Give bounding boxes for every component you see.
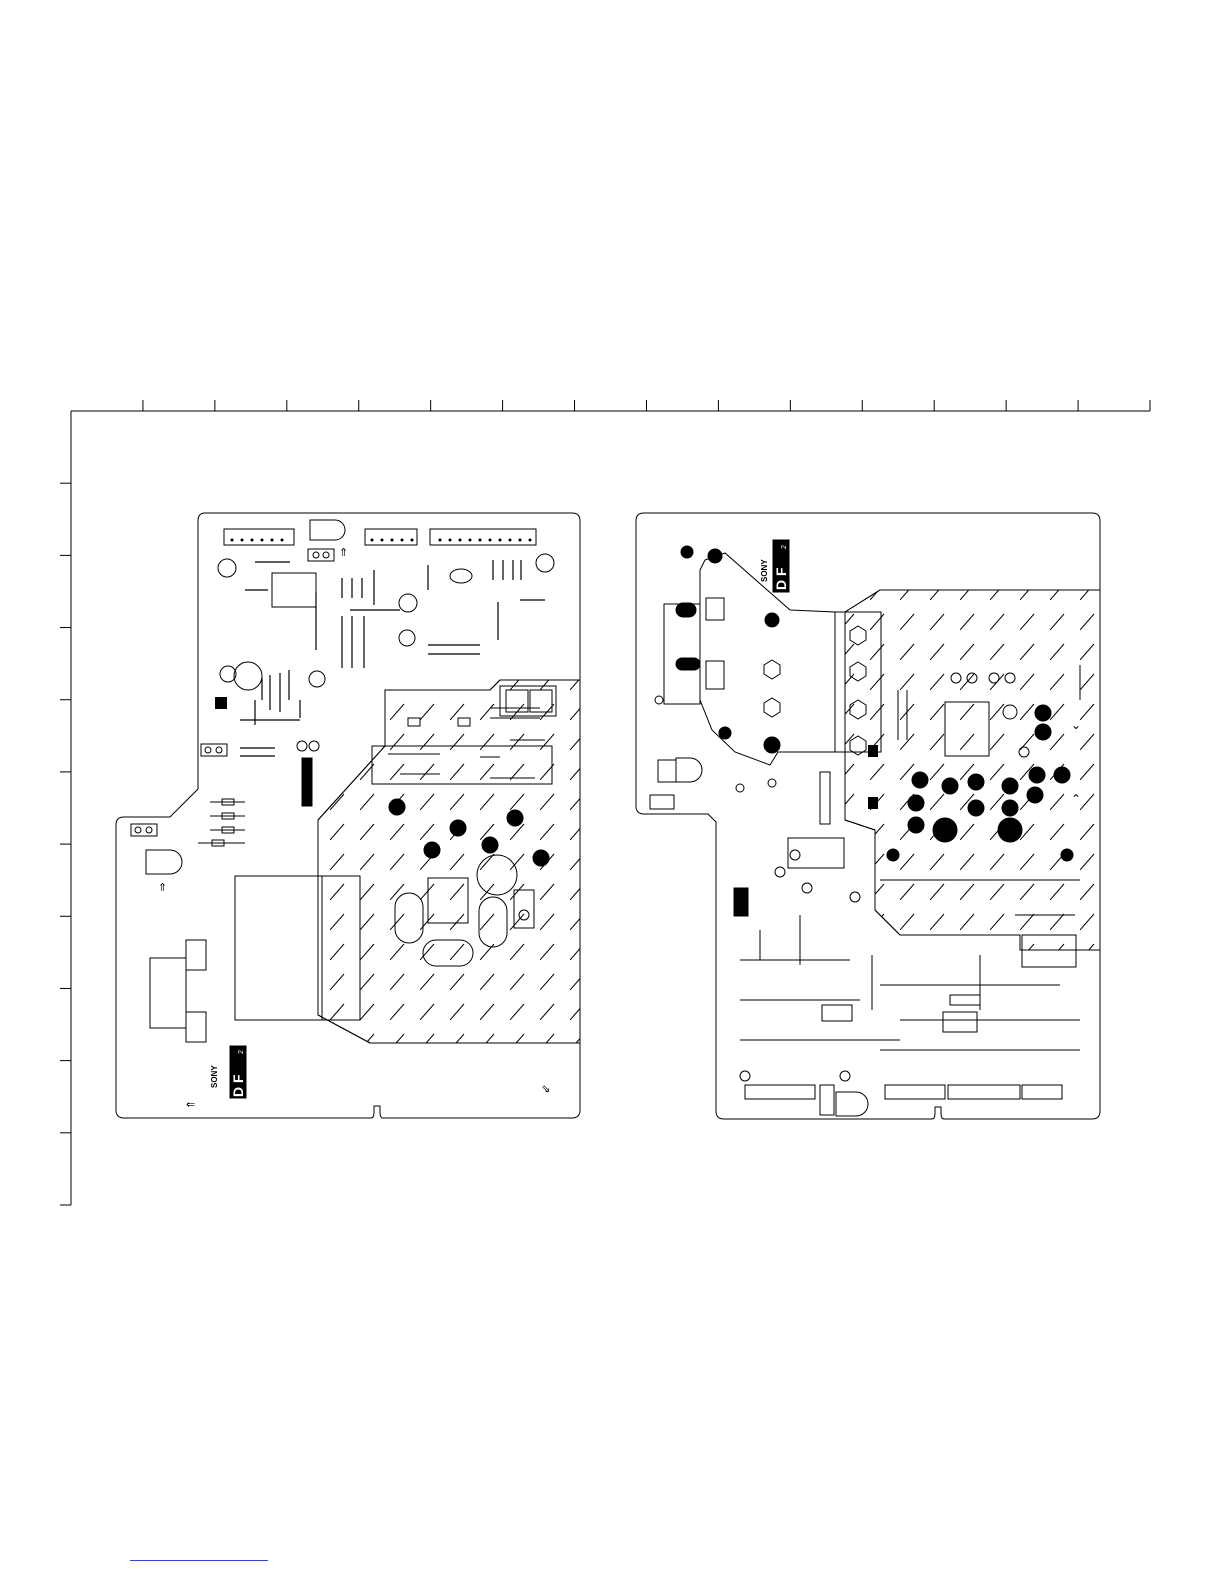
left-board bbox=[116, 513, 580, 1118]
arrow-left-icon: ⇐ bbox=[186, 1098, 195, 1111]
footer-link-underline[interactable] bbox=[130, 1560, 268, 1561]
jumper-block-1 bbox=[308, 549, 334, 561]
column-ticks bbox=[143, 400, 1150, 411]
capacitor bbox=[309, 671, 325, 687]
certification-mark-icon bbox=[215, 697, 227, 709]
arrow-up-icon: ⇑ bbox=[158, 881, 167, 894]
chevron-down-icon: ⌄ bbox=[1071, 718, 1081, 732]
row-ticks bbox=[60, 483, 71, 1133]
connector-pins bbox=[231, 539, 532, 542]
arrow-down-right-icon: ⇘ bbox=[541, 1082, 550, 1095]
certification-mark-icon bbox=[868, 745, 878, 757]
chevron-up-icon: ⌃ bbox=[1071, 792, 1081, 806]
certification-mark-icon bbox=[868, 797, 878, 809]
logo-main-left: D F bbox=[230, 1074, 246, 1097]
logo-sub-left: 2 bbox=[238, 1050, 245, 1054]
capacitor-large bbox=[234, 662, 262, 690]
connector-cn2 bbox=[365, 529, 417, 545]
terminal-left bbox=[146, 850, 182, 874]
logo-sub-right: 2 bbox=[781, 545, 788, 549]
connector-right bbox=[664, 604, 700, 704]
capacitor bbox=[218, 559, 236, 577]
capacitor bbox=[399, 630, 415, 646]
connector-cn1 bbox=[224, 529, 294, 545]
resistor-row bbox=[198, 799, 245, 846]
connector-cn3 bbox=[430, 529, 536, 545]
black-bar bbox=[302, 758, 312, 806]
brand-label-right: SONY bbox=[760, 559, 769, 582]
capacitor bbox=[399, 594, 417, 612]
connector-lower bbox=[150, 958, 186, 1028]
capacitor bbox=[220, 666, 236, 682]
brand-label-left: SONY bbox=[210, 1065, 219, 1088]
terminal-top bbox=[310, 520, 345, 540]
ic-block bbox=[272, 573, 316, 607]
arrow-up-icon: ⇑ bbox=[339, 546, 348, 559]
capacitor bbox=[536, 554, 554, 572]
logo-main-right: D F bbox=[773, 567, 789, 590]
right-board bbox=[636, 513, 1100, 1119]
